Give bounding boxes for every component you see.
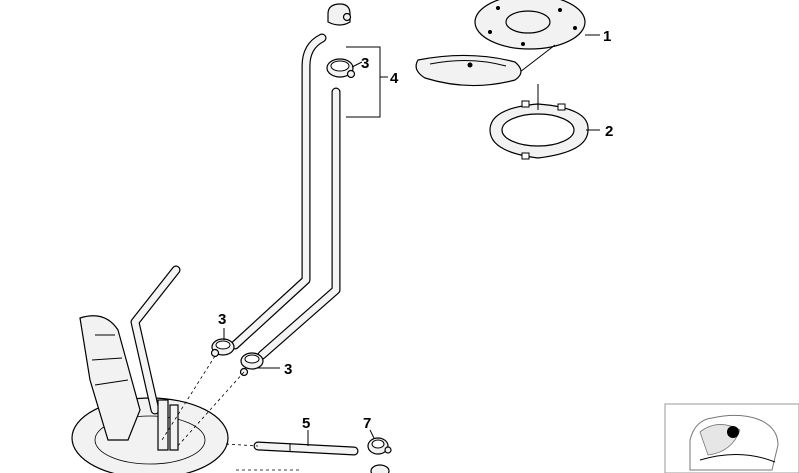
part-3-clamp-lower-left[interactable] (210, 338, 235, 358)
callout-7: 7 (363, 415, 371, 432)
vehicle-locator-thumbnail (664, 403, 799, 473)
part-2-locking-ring[interactable] (489, 84, 589, 160)
callout-4: 4 (390, 70, 399, 87)
part-3-clamp-lower-right[interactable] (239, 352, 264, 377)
callout-2: 2 (605, 123, 613, 140)
callout-3-lower-left: 3 (218, 311, 226, 328)
part-1-tank-cover[interactable] (415, 0, 586, 87)
locator-marker-icon (727, 426, 739, 438)
fuel-pump-assembly[interactable] (71, 265, 229, 473)
callout-3-upper: 3 (361, 55, 369, 72)
part-5-short-hose[interactable] (253, 441, 359, 456)
callout-5: 5 (302, 415, 310, 432)
assembly-guide-lines (161, 355, 300, 471)
part-7-clamp[interactable] (367, 437, 392, 473)
callout-3-lower-right: 3 (284, 361, 292, 378)
part-3-clamp-upper[interactable] (326, 58, 356, 79)
part-4-hose-pair[interactable] (230, 33, 341, 360)
callout-leaders (223, 34, 600, 446)
part-3-clamp-top[interactable] (327, 3, 352, 26)
callout-1: 1 (603, 28, 611, 45)
